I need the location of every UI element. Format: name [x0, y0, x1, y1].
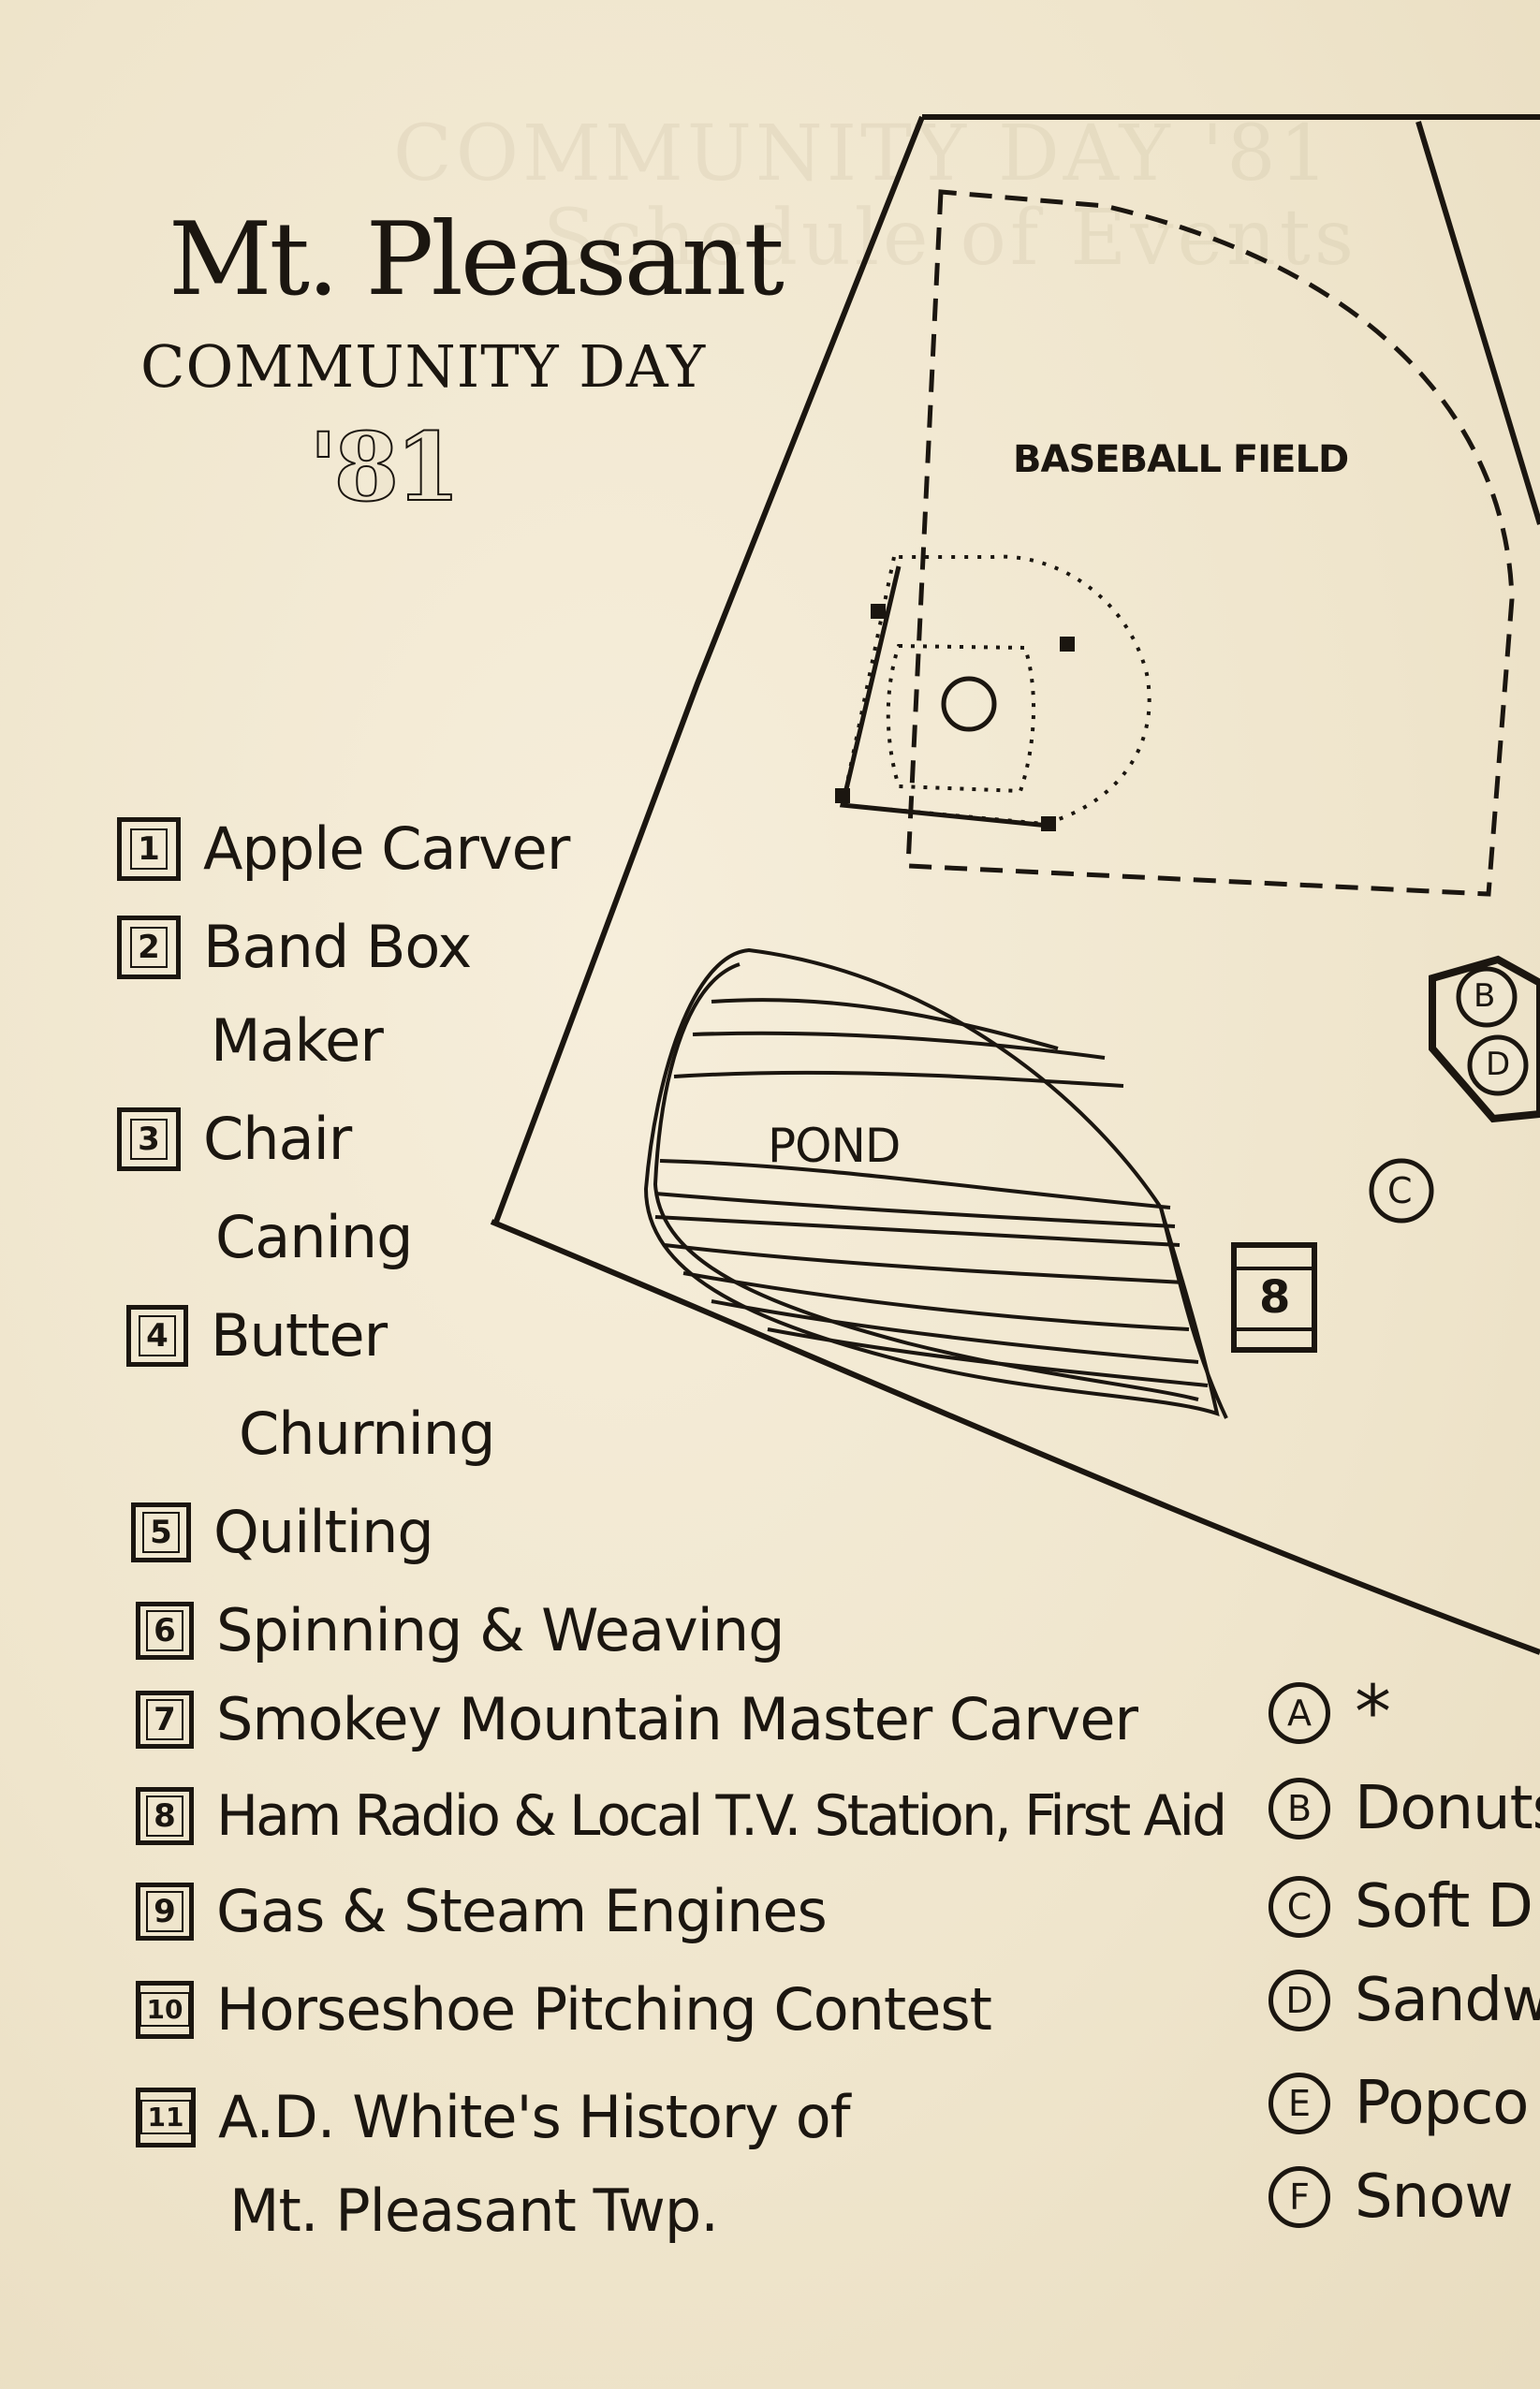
legend-number-box: 3: [117, 1107, 181, 1171]
legend-number-box: 5: [131, 1502, 191, 1562]
food-letter-circle: B: [1269, 1778, 1330, 1839]
infield-line: [839, 565, 1049, 828]
legend-number-box: 4: [126, 1304, 188, 1367]
base-marker: [871, 604, 886, 619]
legend-item-4-line-2: Churning: [239, 1400, 495, 1468]
baseball-field-outline: [905, 189, 1515, 897]
food-letter-circle: F: [1269, 2166, 1330, 2228]
legend-number-box: 1: [117, 816, 181, 881]
legend-number-box: 7: [136, 1690, 194, 1749]
legend-item-11-line-2: Mt. Pleasant Twp.: [229, 2176, 719, 2245]
page-title: Mt. Pleasant: [169, 201, 785, 318]
legend-item-3: 3 Chair: [117, 1105, 352, 1173]
legend-item-10: 10 Horseshoe Pitching Contest: [136, 1975, 992, 2044]
map-marker-8: 8: [1259, 1271, 1291, 1324]
food-legend-f: F Snow: [1269, 2162, 1514, 2232]
legend-item-5: 5 Quilting: [131, 1498, 434, 1566]
legend-item-8: 8 Ham Radio & Local T.V. Station, First …: [136, 1783, 1227, 1849]
legend-item-4: 4 Butter: [126, 1301, 388, 1370]
legend-item-2: 2 Band Box: [117, 913, 472, 981]
food-legend-e: E Popco: [1269, 2069, 1529, 2138]
pond: [643, 947, 1228, 1419]
infield-dotted: [840, 554, 1151, 827]
legend-number-box: 2: [117, 915, 181, 979]
map-marker-8-frame: [1231, 1242, 1317, 1353]
map-marker-d: D: [1486, 1046, 1511, 1083]
legend-item-1: 1 Apple Carver: [117, 814, 570, 883]
boundary-right: [1415, 121, 1540, 525]
legend-item-7: 7 Smokey Mountain Master Carver: [136, 1685, 1138, 1753]
food-legend-b: B Donuts: [1269, 1774, 1540, 1843]
food-letter-circle: D: [1269, 1970, 1330, 2031]
page-year: '81: [308, 411, 462, 523]
pitcher-area: [886, 643, 1036, 794]
base-marker: [1060, 637, 1075, 652]
legend-number-box: 11: [136, 2087, 196, 2147]
map-marker-c: C: [1387, 1170, 1413, 1211]
pitchers-mound: [941, 676, 997, 732]
baseball-field-label: BASEBALL FIELD: [1013, 438, 1349, 481]
food-legend-a: A *: [1269, 1671, 1391, 1755]
food-letter-circle: C: [1269, 1876, 1330, 1938]
legend-item-6: 6 Spinning & Weaving: [136, 1596, 785, 1664]
map-marker-b: B: [1474, 977, 1496, 1015]
boundary-left: [493, 115, 925, 1224]
legend-item-3-line-2: Caning: [215, 1203, 413, 1271]
base-marker: [835, 788, 850, 803]
legend-item-11: 11 A.D. White's History of: [136, 2083, 851, 2151]
map-stand-b-d: [1429, 955, 1540, 1123]
legend-number-box: 6: [136, 1601, 194, 1660]
food-letter-circle: E: [1269, 2073, 1330, 2134]
page-subtitle: COMMUNITY DAY: [140, 332, 707, 401]
legend-number-box: 9: [136, 1882, 194, 1941]
map-marker-c-circle: [1369, 1158, 1434, 1224]
legend-number-box: 8: [136, 1787, 194, 1845]
legend-item-2-line-2: Maker: [211, 1006, 384, 1075]
food-legend-c: C Soft D: [1269, 1872, 1533, 1942]
food-legend-d: D Sandwi: [1269, 1966, 1540, 2035]
legend-item-9: 9 Gas & Steam Engines: [136, 1877, 828, 1945]
pond-label: POND: [768, 1119, 901, 1173]
boundary-bottom: [490, 1219, 1540, 1655]
legend-number-box: 10: [136, 1980, 194, 2039]
food-letter-circle: A: [1269, 1682, 1330, 1744]
base-marker: [1041, 816, 1056, 831]
